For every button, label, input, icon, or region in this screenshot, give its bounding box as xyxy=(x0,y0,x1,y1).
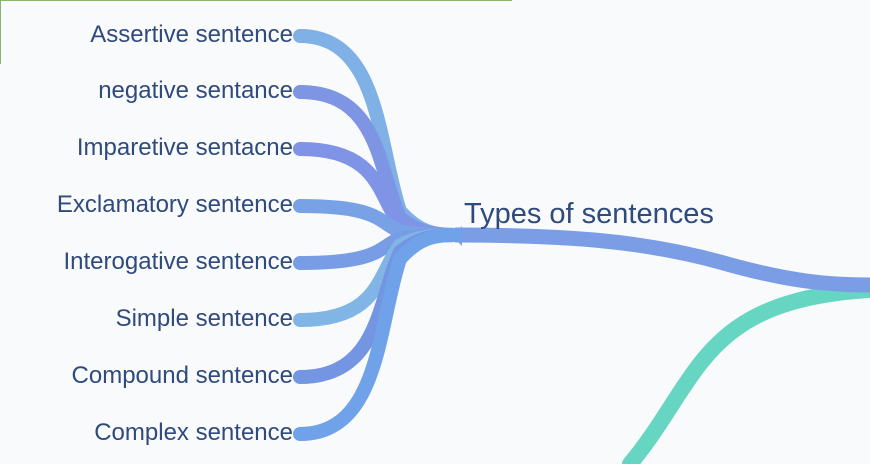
frame-border-top xyxy=(0,0,512,1)
branch-pointer xyxy=(296,142,304,156)
branch-pointer xyxy=(296,29,304,43)
branch-pointer xyxy=(296,199,304,213)
branch-topic[interactable]: Exclamatory sentence xyxy=(56,191,293,218)
branch-topic[interactable]: Simple sentence xyxy=(115,305,293,332)
secondary-branch-connector xyxy=(622,282,870,464)
branch-topic[interactable]: Interogative sentence xyxy=(63,248,294,275)
branch-pointer xyxy=(296,427,304,441)
frame-border-left xyxy=(0,0,1,64)
branch-pointer xyxy=(296,256,304,270)
branch-topic[interactable]: Assertive sentence xyxy=(90,21,293,48)
branch-pointer xyxy=(296,313,304,327)
branch-topic[interactable]: Imparetive sentacne xyxy=(76,134,293,161)
branch-connector xyxy=(293,228,462,441)
branch-pointer xyxy=(296,85,304,99)
branch-topic[interactable]: Compound sentence xyxy=(71,362,293,389)
branch-pointer xyxy=(296,370,304,384)
main-trunk-connector xyxy=(454,227,870,293)
branch-topic[interactable]: Complex sentence xyxy=(94,419,293,446)
central-topic[interactable]: Types of sentences xyxy=(464,198,714,230)
branch-topic[interactable]: negative sentance xyxy=(98,77,293,104)
